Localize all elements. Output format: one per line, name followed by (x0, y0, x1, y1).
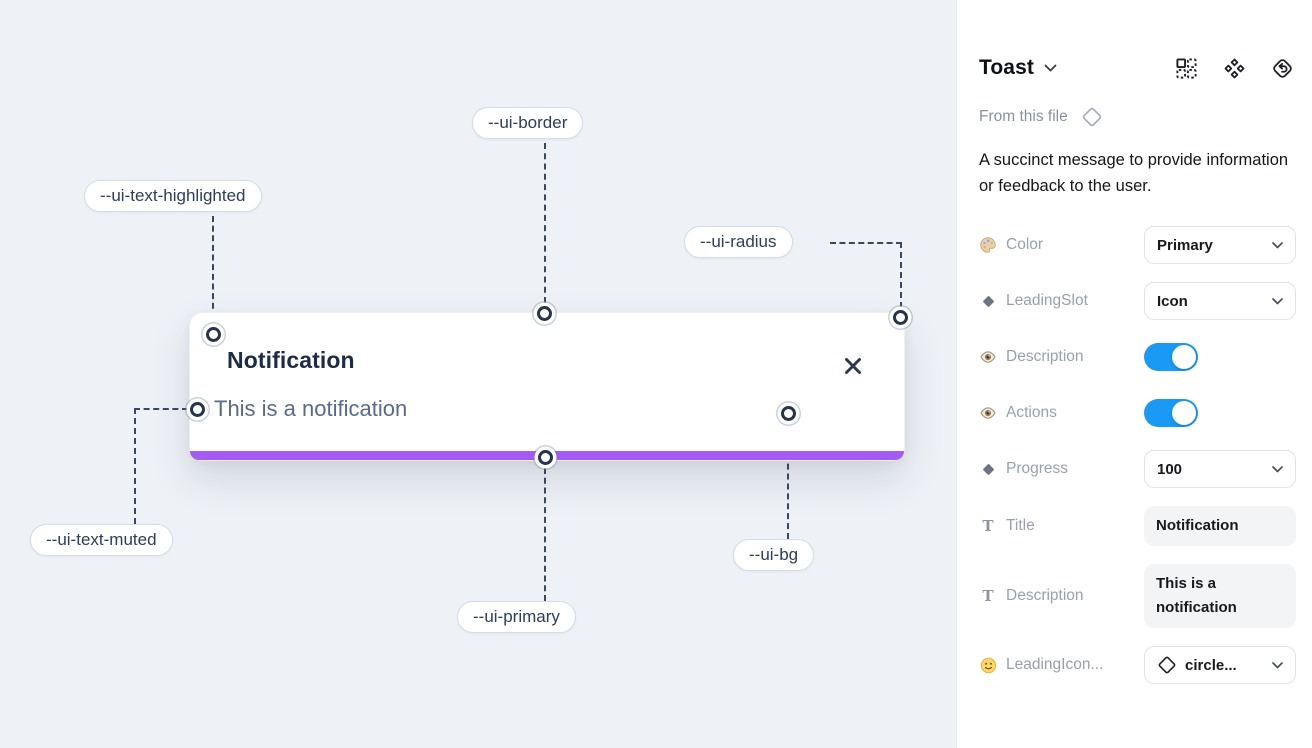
var-pill-ui-primary[interactable]: --ui-primary (457, 601, 576, 633)
description-input[interactable]: This is a notification (1144, 564, 1296, 629)
actions-toggle[interactable] (1144, 399, 1198, 428)
diamond-outline-icon (1082, 107, 1101, 127)
anchor-ui-border (537, 306, 552, 321)
prop-label: Description (1006, 587, 1084, 605)
component-selector[interactable]: Toast (979, 56, 1057, 80)
leadingicon-select[interactable]: circle... (1144, 646, 1296, 685)
prop-row-description-text: T Description This is a notification (979, 564, 1296, 629)
chevron-down-icon (1272, 241, 1283, 248)
properties-panel: Toast (956, 0, 1312, 748)
connector-ui-text-muted (134, 408, 188, 524)
var-pill-ui-bg[interactable]: --ui-bg (733, 539, 815, 571)
prop-row-actions-toggle: Actions (979, 394, 1296, 432)
anchor-ui-text-highlighted (206, 327, 221, 342)
diamond-icon (979, 292, 997, 310)
source-row: From this file (979, 105, 1296, 129)
go-to-main-component-icon[interactable] (1271, 57, 1294, 80)
property-list: Color Primary LeadingSlot (979, 226, 1296, 685)
canvas: Notification This is a notification --ui… (0, 0, 956, 748)
apply-instance-icon[interactable] (1175, 57, 1198, 80)
diamond-outline-icon (1158, 656, 1176, 674)
var-pill-ui-text-highlighted[interactable]: --ui-text-highlighted (84, 180, 262, 212)
prop-label: Actions (1006, 404, 1057, 422)
connector-ui-primary (544, 468, 546, 601)
anchor-ui-bg (781, 406, 796, 421)
component-icon[interactable] (1223, 57, 1246, 80)
connector-ui-radius (830, 242, 902, 308)
text-icon: T (982, 587, 994, 606)
connector-ui-border (544, 143, 546, 303)
prop-row-leadingslot: LeadingSlot Icon (979, 282, 1296, 321)
chevron-down-icon (1272, 297, 1283, 304)
header-actions (1175, 57, 1294, 80)
diamond-icon (979, 460, 997, 478)
prop-row-description-toggle: Description (979, 338, 1296, 376)
var-pill-ui-radius[interactable]: --ui-radius (684, 226, 793, 258)
text-icon: T (982, 517, 994, 536)
prop-label: LeadingSlot (1006, 292, 1088, 310)
prop-row-color: Color Primary (979, 226, 1296, 265)
component-name: Toast (979, 56, 1034, 79)
prop-row-progress: Progress 100 (979, 450, 1296, 489)
var-pill-ui-text-muted[interactable]: --ui-text-muted (30, 524, 173, 556)
anchor-ui-text-muted (190, 402, 205, 417)
palette-icon (979, 236, 997, 254)
toast-description: This is a notification (214, 396, 408, 421)
prop-row-title: T Title Notification (979, 506, 1296, 547)
component-description: A succinct message to provide informatio… (979, 151, 1289, 195)
title-input[interactable]: Notification (1144, 506, 1296, 547)
prop-label: Color (1006, 236, 1044, 254)
eye-icon (979, 348, 997, 366)
close-button[interactable] (842, 355, 864, 377)
connector-ui-bg (787, 424, 789, 539)
anchor-ui-radius (893, 310, 908, 325)
chevron-down-icon (1044, 64, 1057, 72)
smiley-icon (979, 656, 997, 674)
toast-component[interactable]: Notification This is a notification (189, 312, 905, 461)
prop-label: Title (1006, 517, 1035, 535)
prop-row-leadingicon: LeadingIcon... circle... (979, 646, 1296, 685)
chevron-down-icon (1272, 661, 1283, 668)
prop-label: LeadingIcon... (1006, 656, 1104, 674)
progress-select[interactable]: 100 (1144, 450, 1296, 489)
color-select[interactable]: Primary (1144, 226, 1296, 265)
source-label: From this file (979, 108, 1068, 125)
leadingslot-select[interactable]: Icon (1144, 282, 1296, 321)
prop-label: Progress (1006, 460, 1069, 478)
var-pill-ui-border[interactable]: --ui-border (472, 107, 584, 139)
close-icon (845, 358, 861, 374)
eye-icon (979, 404, 997, 422)
toast-title: Notification (227, 347, 355, 373)
anchor-ui-primary (538, 450, 553, 465)
chevron-down-icon (1272, 465, 1283, 472)
connector-ui-text-highlighted (212, 216, 214, 328)
prop-label: Description (1006, 348, 1084, 366)
panel-header: Toast (979, 56, 1296, 80)
description-toggle[interactable] (1144, 343, 1198, 372)
